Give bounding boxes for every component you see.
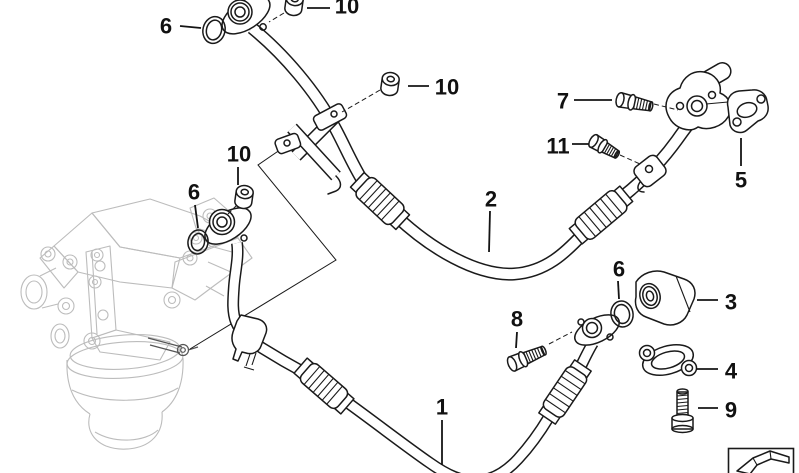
flex-coupling-lower [293,357,355,415]
callout-label[interactable]: 6 [160,14,172,39]
callout-10-top[interactable]: 10 [307,0,359,19]
engine-ghost-drawing [20,197,253,450]
pipe-bracket [274,103,348,195]
callout-8[interactable]: 8 [511,307,523,349]
callout-2[interactable]: 2 [485,187,497,253]
callout-label[interactable]: 2 [485,187,497,212]
callout-6-mid[interactable]: 6 [188,180,200,229]
callout-label[interactable]: 1 [436,395,448,420]
bolt-9 [671,388,694,434]
callout-6-right[interactable]: 6 [613,257,625,300]
hex-bolt-7 [615,91,654,112]
callout-6-top[interactable]: 6 [160,14,202,39]
callout-label[interactable]: 7 [557,89,569,114]
callout-label[interactable]: 9 [725,398,737,423]
callout-9[interactable]: 9 [698,398,737,423]
callout-11[interactable]: 11 [546,134,589,159]
callout-label[interactable]: 11 [546,134,569,159]
flex-coupling-upper [349,171,411,231]
stud-nut-right [380,71,400,97]
stud-nut-mid [234,184,254,210]
callout-label[interactable]: 4 [725,359,738,384]
callout-3[interactable]: 3 [697,290,737,315]
pipe2-top-flange [221,0,271,35]
socket-bolt-11 [588,133,621,159]
pipe1-end-flange [574,314,620,346]
callout-label[interactable]: 8 [511,307,523,332]
callout-1[interactable]: 1 [436,395,448,466]
hose-ferrule-upper [568,185,634,245]
o-ring-top [202,15,226,45]
callout-label[interactable]: 5 [735,168,747,193]
callout-7[interactable]: 7 [557,89,612,114]
callout-10-mid[interactable]: 10 [227,142,251,186]
engine-link-arm [147,337,199,357]
callout-10-right[interactable]: 10 [408,75,459,100]
assembly-leader-line [189,142,337,350]
callout-label[interactable]: 6 [613,257,625,282]
pipe2-end-flange [665,62,732,131]
callout-label[interactable]: 10 [435,75,459,100]
direction-pictogram-icon [727,447,795,473]
hose-ferrule-lower [538,359,592,425]
pipe1-clamp [231,314,268,371]
gasket-5 [726,89,769,134]
o-ring-right [610,300,634,328]
oil-line-1 [204,207,620,473]
oil-line-2 [221,0,732,281]
gasket-4 [638,344,698,377]
connector-fitting-3 [634,270,696,326]
callout-4[interactable]: 4 [696,359,738,384]
callout-label[interactable]: 10 [227,142,251,167]
pipe1-top-flange [204,207,252,245]
callout-label[interactable]: 10 [335,0,359,19]
o-ring-mid [187,229,209,255]
callout-label[interactable]: 3 [725,290,737,315]
socket-bolt-8 [506,345,547,372]
callout-label[interactable]: 6 [188,180,200,205]
stud-nut-top [284,0,304,17]
callout-5[interactable]: 5 [735,138,747,193]
hose2-bracket-tab [633,154,667,193]
fastener-axis-lines [227,12,679,345]
